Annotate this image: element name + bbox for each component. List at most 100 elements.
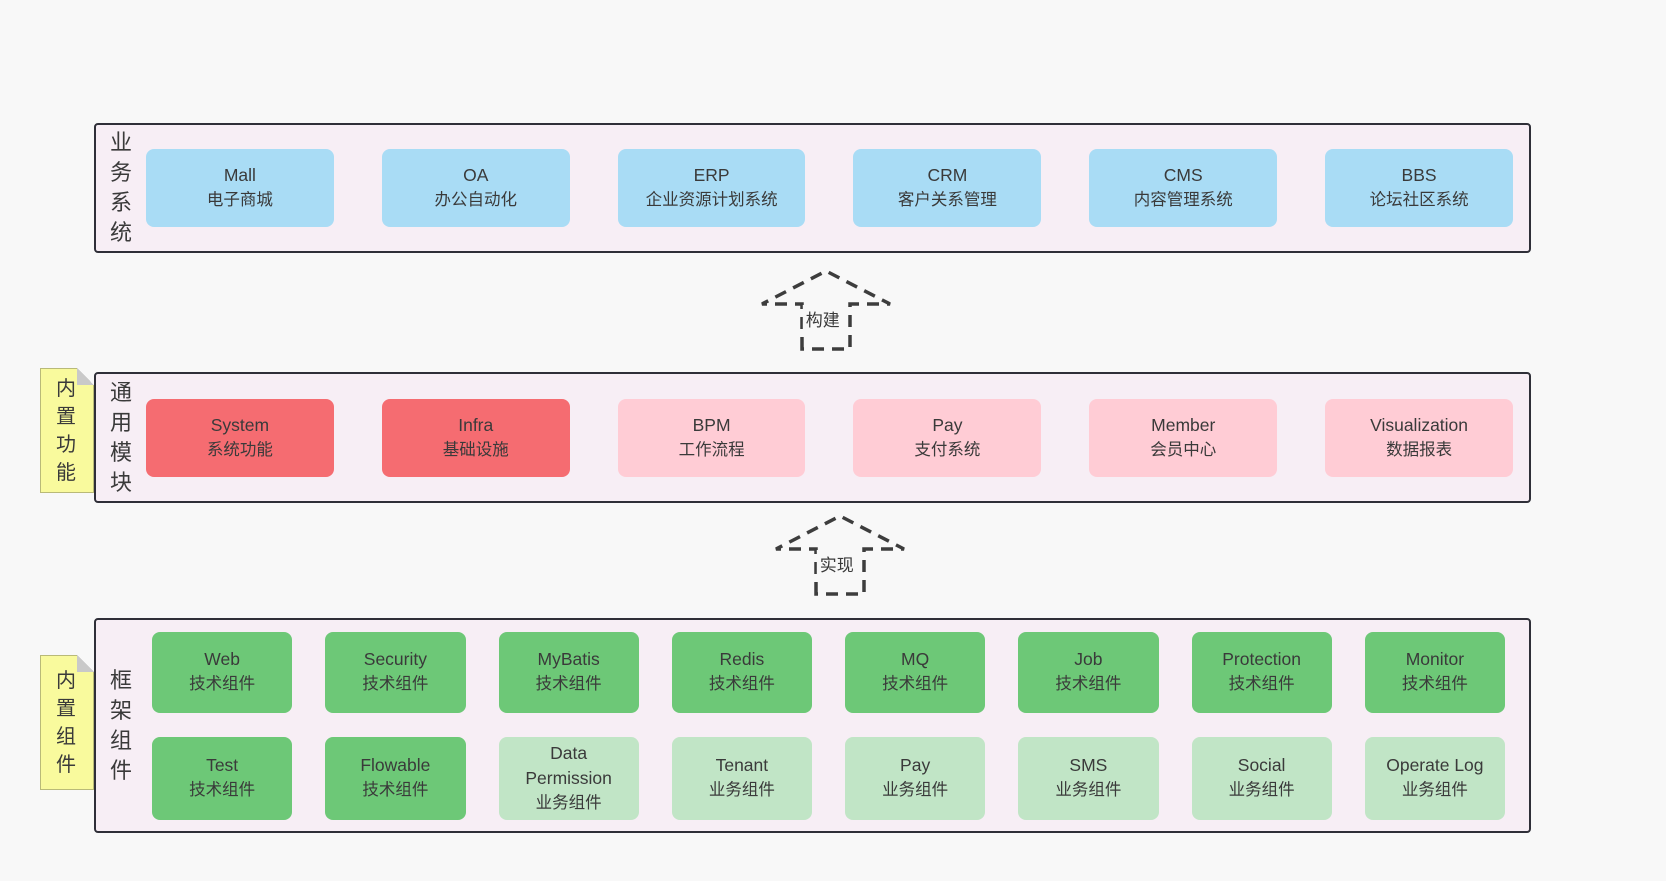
box-title: OA bbox=[463, 165, 489, 185]
box-title: Web bbox=[204, 649, 240, 669]
box-title: Mall bbox=[223, 165, 256, 185]
box-title: CRM bbox=[927, 165, 968, 185]
component-box-mq: MQ 技术组件 bbox=[845, 631, 986, 713]
box-subtitle: 论坛社区系统 bbox=[1369, 191, 1469, 209]
component-box-visualization: Visualization 数据报表 bbox=[1325, 398, 1513, 477]
up-arrow-icon bbox=[761, 269, 891, 351]
component-box-job: Job 技术组件 bbox=[1018, 631, 1159, 713]
box-subtitle: 工作流程 bbox=[678, 440, 745, 459]
component-box-data-permission: Data Permission 业务组件 bbox=[498, 736, 639, 820]
box-title: MyBatis bbox=[537, 649, 600, 669]
component-box-redis: Redis 技术组件 bbox=[671, 631, 812, 713]
panel-common-modules: 通用模块 System 系统功能 Infra 基础设施 BPM 工作流程 Pay 支付系统 Me… bbox=[94, 372, 1531, 503]
component-box-mall: Mall 电子商城 bbox=[146, 149, 334, 227]
box-subtitle: 技术组件 bbox=[535, 675, 602, 693]
box-subtitle: 客户关系管理 bbox=[897, 191, 997, 209]
layer-label-business-systems: 业务系统 bbox=[110, 130, 133, 245]
box-title: Social bbox=[1237, 755, 1286, 775]
box-title: Security bbox=[363, 649, 427, 669]
box-title: SMS bbox=[1069, 755, 1108, 775]
box-title: Pay bbox=[900, 755, 931, 775]
box-title: ERP bbox=[693, 165, 730, 185]
component-box-test: Test 技术组件 bbox=[152, 736, 293, 820]
component-box-oa: OA 办公自动化 bbox=[381, 149, 570, 227]
component-box-erp: ERP 企业资源计划系统 bbox=[617, 149, 806, 227]
box-title: Test bbox=[206, 755, 239, 775]
sticky-note-label: 内置功能 bbox=[56, 377, 76, 484]
component-box-cms: CMS 内容管理系统 bbox=[1089, 149, 1278, 227]
box-subtitle: 业务组件 bbox=[1228, 781, 1295, 799]
component-box-member: Member 会员中心 bbox=[1089, 398, 1278, 477]
component-box-web: Web 技术组件 bbox=[152, 631, 293, 713]
sticky-note-builtin-components: 内置组件 bbox=[40, 655, 94, 790]
box-subtitle: 业务组件 bbox=[708, 781, 775, 799]
component-box-crm: CRM 客户关系管理 bbox=[853, 149, 1042, 227]
layer-label-common-modules: 通用模块 bbox=[110, 379, 133, 495]
box-title: Visualization bbox=[1370, 414, 1469, 435]
component-box-pay: Pay 支付系统 bbox=[853, 398, 1042, 477]
component-box-bpm: BPM 工作流程 bbox=[617, 398, 806, 477]
box-subtitle: 会员中心 bbox=[1150, 440, 1217, 459]
box-subtitle: 支付系统 bbox=[914, 440, 981, 459]
box-subtitle: 电子商城 bbox=[206, 191, 273, 209]
component-box-infra: Infra 基础设施 bbox=[381, 398, 570, 477]
component-box-monitor: Monitor 技术组件 bbox=[1364, 631, 1505, 713]
box-title: BBS bbox=[1401, 165, 1437, 185]
component-box-pay: Pay 业务组件 bbox=[845, 736, 986, 820]
box-title: Flowable bbox=[360, 755, 431, 775]
up-arrow-icon bbox=[775, 514, 905, 596]
box-title: Job bbox=[1074, 649, 1103, 669]
box-subtitle: 技术组件 bbox=[1401, 675, 1468, 693]
box-title: Monitor bbox=[1405, 649, 1465, 669]
box-subtitle: 基础设施 bbox=[442, 440, 509, 459]
component-box-security: Security 技术组件 bbox=[325, 631, 466, 713]
box-subtitle: 办公自动化 bbox=[434, 191, 517, 209]
box-subtitle: 业务组件 bbox=[882, 781, 949, 799]
box-title: Protection bbox=[1222, 649, 1302, 669]
box-title: Operate Log bbox=[1386, 755, 1484, 775]
component-box-protection: Protection 技术组件 bbox=[1191, 631, 1332, 713]
box-subtitle: 企业资源计划系统 bbox=[645, 191, 778, 209]
sticky-note-builtin-features: 内置功能 bbox=[40, 368, 94, 493]
component-box-mybatis: MyBatis 技术组件 bbox=[498, 631, 639, 713]
box-subtitle: 技术组件 bbox=[1228, 675, 1295, 693]
folded-corner-icon bbox=[77, 368, 94, 385]
component-box-system: System 系统功能 bbox=[146, 398, 334, 477]
box-subtitle: 业务组件 bbox=[1401, 781, 1468, 799]
box-title: CMS bbox=[1163, 165, 1203, 185]
folded-corner-icon bbox=[77, 655, 94, 672]
component-box-social: Social 业务组件 bbox=[1191, 736, 1332, 820]
box-subtitle: 技术组件 bbox=[1055, 675, 1122, 693]
box-subtitle: 技术组件 bbox=[189, 781, 256, 799]
box-grid-common-modules: System 系统功能 Infra 基础设施 BPM 工作流程 Pay 支付系统 Member 会… bbox=[146, 374, 1513, 501]
box-title: System bbox=[210, 414, 270, 435]
dashed-up-arrow-implement: 实现 bbox=[772, 513, 908, 597]
box-title: Member bbox=[1151, 414, 1216, 435]
panel-business-systems: 业务系统 Mall 电子商城 OA 办公自动化 ERP 企业资源计划系统 CRM 客户关系管理… bbox=[94, 123, 1531, 253]
layer-label-framework-components: 框架组件 bbox=[110, 667, 133, 783]
box-subtitle: 系统功能 bbox=[206, 440, 273, 459]
component-box-operate-log: Operate Log 业务组件 bbox=[1364, 736, 1505, 820]
box-subtitle: 技术组件 bbox=[362, 675, 429, 693]
box-title: Data Permission bbox=[525, 742, 612, 788]
box-title: Infra bbox=[458, 414, 494, 435]
box-subtitle: 内容管理系统 bbox=[1133, 191, 1233, 209]
box-subtitle: 业务组件 bbox=[535, 793, 602, 812]
box-subtitle: 技术组件 bbox=[882, 675, 949, 693]
box-subtitle: 数据报表 bbox=[1386, 440, 1453, 459]
component-box-bbs: BBS 论坛社区系统 bbox=[1325, 149, 1513, 227]
box-title: BPM bbox=[692, 414, 731, 435]
box-subtitle: 技术组件 bbox=[708, 675, 775, 693]
box-grid-business-systems: Mall 电子商城 OA 办公自动化 ERP 企业资源计划系统 CRM 客户关系管理 CMS 内容… bbox=[146, 125, 1513, 251]
box-title: Pay bbox=[932, 414, 963, 435]
box-title: Redis bbox=[719, 649, 765, 669]
sticky-note-label: 内置组件 bbox=[56, 669, 76, 776]
box-title: MQ bbox=[901, 649, 930, 669]
box-subtitle: 技术组件 bbox=[189, 675, 256, 693]
dashed-up-arrow-build: 构建 bbox=[758, 268, 894, 352]
